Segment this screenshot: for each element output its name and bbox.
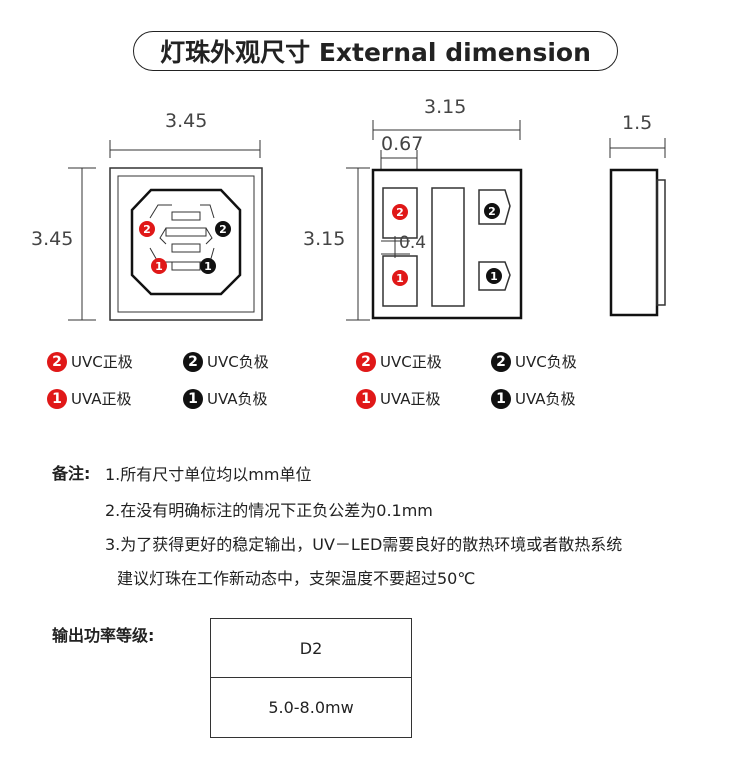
black-pin-icon: 1 [491,388,511,409]
page-title: 灯珠外观尺寸 External dimension [133,31,618,71]
legend-text: UVA正极 [71,390,132,408]
legend-text: UVA负极 [515,390,576,408]
legend-right-uvc-negative: 2 UVC负极 [491,351,577,372]
red-pin-icon: 2 [47,351,67,372]
pin-uva-positive-left [151,258,167,274]
note-line-3: 3.为了获得更好的稳定输出，UV－LED需要良好的散热环境或者散热系统 [105,535,623,554]
legend-text: UVA负极 [207,390,268,408]
pin-markers [139,203,502,286]
note-line-4: 建议灯珠在工作新动态中，支架温度不要超过50℃ [117,569,476,588]
pin-label: 1 [396,272,404,285]
black-pin-icon: 2 [183,351,203,372]
dim-left-height: 3.45 [31,228,74,250]
red-pin-icon: 1 [356,388,376,409]
power-grade-cell: D2 [211,619,411,678]
pin-uvc-negative-left [215,221,231,237]
pin-uva-negative-mid [486,268,502,284]
notes-heading: 备注: [52,464,91,483]
legend-right-uva-negative: 1 UVA负极 [491,388,576,409]
note-line-2: 2.在没有明确标注的情况下正负公差为0.1mm [105,501,433,520]
legend-right-uva-positive: 1 UVA正极 [356,388,441,409]
dim-left-width: 3.45 [165,110,208,132]
legend-left-uvc-negative: 2 UVC负极 [183,351,269,372]
legend-text: UVC正极 [380,353,442,371]
pin-uvc-negative-mid [484,203,500,219]
note-line-1: 1.所有尺寸单位均以mm单位 [105,465,312,484]
dim-mid-gap: 0.4 [399,233,427,253]
black-pin-icon: 2 [491,351,511,372]
dim-right-thickness: 1.5 [622,112,653,134]
legend-left-uva-positive: 1 UVA正极 [47,388,132,409]
pin-uva-negative-left [200,258,216,274]
legend-text: UVA正极 [380,390,441,408]
pin-label: 2 [143,223,151,236]
pin-label: 1 [155,260,163,273]
dim-mid-width: 3.15 [424,96,467,118]
legend-text: UVC负极 [515,353,577,371]
pin-label: 2 [488,205,496,218]
legend-right-uvc-positive: 2 UVC正极 [356,351,442,372]
power-grade-table: D2 5.0-8.0mw [210,618,412,738]
pin-uva-positive-mid [392,270,408,286]
power-grade-label: 输出功率等级: [52,626,155,645]
pin-label: 1 [490,270,498,283]
power-range-cell: 5.0-8.0mw [268,698,354,717]
black-pin-icon: 1 [183,388,203,409]
red-pin-icon: 2 [356,351,376,372]
dim-mid-pad: 0.67 [381,133,424,155]
legend-left-uvc-positive: 2 UVC正极 [47,351,133,372]
legend-text: UVC负极 [207,353,269,371]
legend-left-uva-negative: 1 UVA负极 [183,388,268,409]
pin-uvc-positive-left [139,221,155,237]
pin-label: 2 [219,223,227,236]
pin-uvc-positive-mid [392,204,408,220]
dim-mid-height: 3.15 [303,228,346,250]
title-text: 灯珠外观尺寸 External dimension [160,38,591,67]
pin-label: 1 [204,260,212,273]
pin-label: 2 [396,206,404,219]
red-pin-icon: 1 [47,388,67,409]
legend-text: UVC正极 [71,353,133,371]
